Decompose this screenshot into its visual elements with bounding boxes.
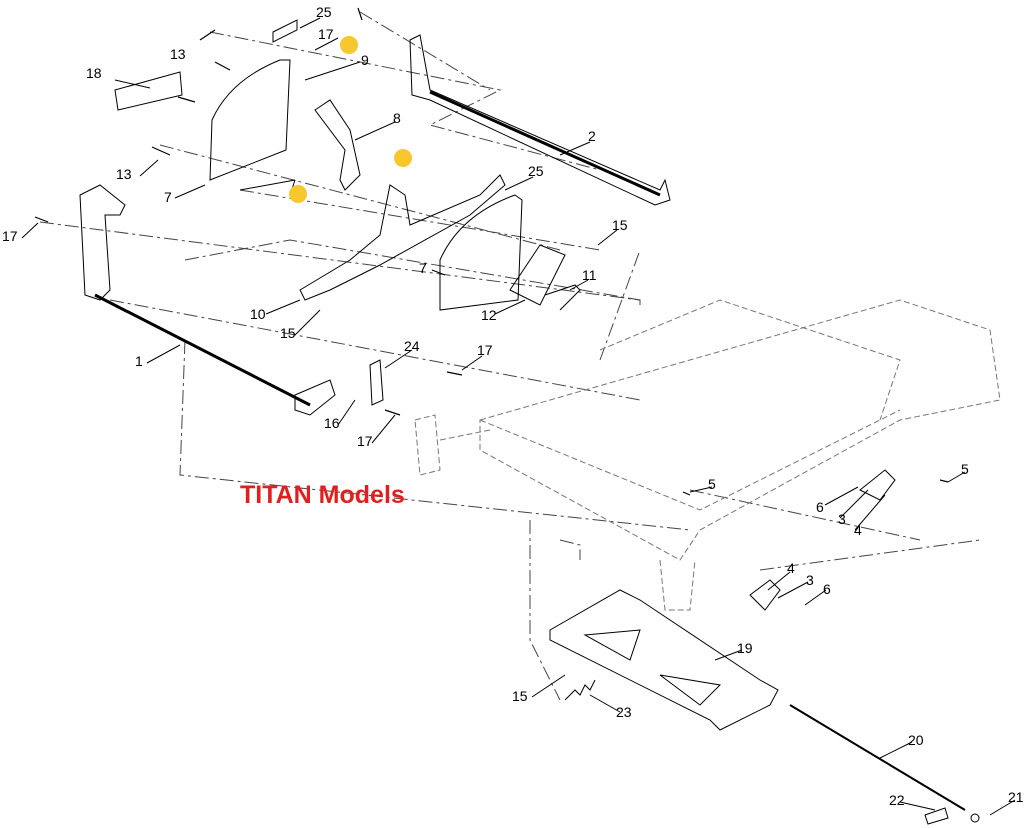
handle-11: [544, 284, 581, 311]
callout: 15: [280, 325, 296, 341]
callout: 17: [2, 228, 18, 244]
callout: 17: [477, 342, 493, 358]
callout: 15: [612, 217, 628, 233]
callout: 13: [116, 166, 132, 182]
callout: 5: [708, 476, 716, 492]
callout: 22: [889, 792, 905, 808]
alignment-lines: [39, 11, 981, 701]
plate-7-right: [439, 194, 523, 311]
callout: 7: [419, 260, 427, 276]
callout: 25: [316, 4, 332, 20]
callout: 4: [787, 560, 795, 576]
callout: 24: [404, 338, 420, 354]
callout: 17: [357, 433, 373, 449]
cover-12: [509, 244, 566, 306]
callout: 13: [170, 46, 186, 62]
link-24: [369, 359, 384, 406]
callout: 25: [528, 163, 544, 179]
highlight-marker: [394, 149, 412, 167]
callout: 6: [823, 581, 831, 597]
callout: 20: [908, 732, 924, 748]
callout: 10: [250, 306, 266, 322]
bracket-19: [549, 589, 779, 731]
bar-10: [299, 174, 506, 301]
lever-8: [314, 99, 361, 191]
decal-25: [272, 19, 298, 43]
rod-2: [409, 34, 671, 206]
frame: [414, 299, 1001, 611]
callout: 3: [838, 511, 846, 527]
callout: 5: [961, 461, 969, 477]
callout: 21: [1008, 789, 1024, 805]
callout: 4: [854, 522, 862, 538]
callout: 19: [737, 640, 753, 656]
models-title: TITAN Models: [240, 481, 405, 509]
callout: 2: [588, 128, 596, 144]
callout: 17: [318, 26, 334, 42]
spring-23: [564, 679, 596, 701]
callout: 3: [806, 572, 814, 588]
decal-18: [114, 71, 183, 111]
rod-20: [789, 704, 966, 811]
rod-1: [79, 184, 126, 301]
leaders: [21, 17, 1016, 816]
bolts: [34, 7, 949, 496]
plate-7-left: [209, 59, 291, 181]
callout: 12: [481, 307, 497, 323]
callout: 8: [393, 110, 401, 126]
callout: 18: [86, 65, 102, 81]
callout: 6: [816, 499, 824, 515]
highlight-marker: [340, 36, 358, 54]
callout: 1: [135, 353, 143, 369]
callout: 9: [361, 52, 369, 68]
callout: 7: [164, 189, 172, 205]
callout: 15: [512, 688, 528, 704]
callout: 23: [616, 704, 632, 720]
highlight-marker: [289, 185, 307, 203]
callout: 11: [582, 267, 597, 283]
callout: 16: [324, 415, 340, 431]
